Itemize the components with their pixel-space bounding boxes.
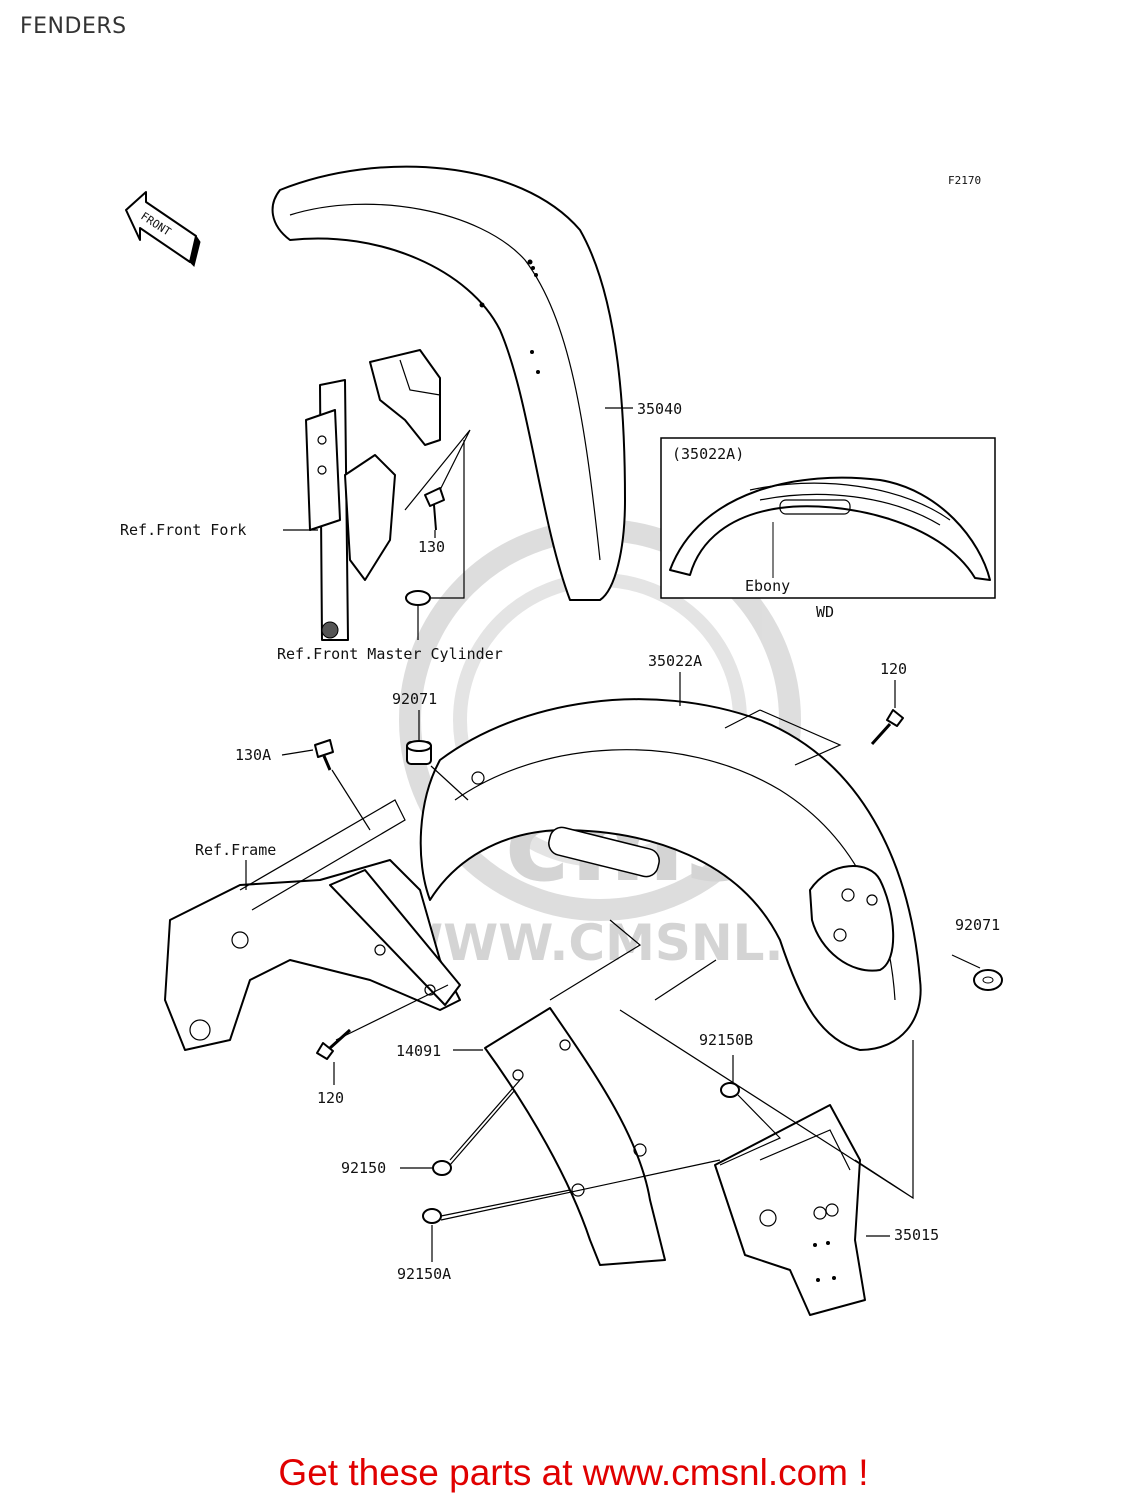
bolt-130a-icon [314,739,334,771]
bolt-130-icon [404,429,471,531]
callout-bolt-92150b: 92150B [699,1031,753,1049]
callout-bolt-120-top: 120 [880,660,907,678]
inset-part-number: (35022A) [672,445,744,463]
callout-plate-35015: 35015 [894,1226,939,1244]
bolt-92150b-icon [720,1082,740,1098]
inset-model-label: WD [816,603,834,621]
callout-front-fender: 35040 [637,400,682,418]
bolt-92150-icon [432,1160,452,1176]
bolt-92150a-icon [422,1208,442,1224]
callout-bolt-92150a: 92150A [397,1265,451,1283]
inner-fender-14091 [484,1007,666,1266]
front-fork-reference [305,379,396,641]
ref-master-cylinder-label: Ref.Front Master Cylinder [277,645,503,663]
bolt-120-bottom-icon [316,1028,352,1060]
ref-front-fork-label: Ref.Front Fork [120,521,246,539]
figure-code: F2170 [948,174,981,187]
callout-inner-fender: 14091 [396,1042,441,1060]
page-title: FENDERS [20,14,127,39]
rear-fender-35022a [419,698,922,1051]
ref-frame-label: Ref.Frame [195,841,276,859]
footer-cta-link[interactable]: Get these parts at www.cmsnl.com ! [278,1452,869,1493]
frame-reference [164,799,461,1051]
washer-92071-left-icon [406,740,432,765]
inset-35022a-ebony [660,437,996,599]
bolt-120-top-icon [870,709,904,746]
front-direction-arrow-icon: FRONT [125,191,201,267]
callout-bolt-120-bottom: 120 [317,1089,344,1107]
callout-front-bolt: 130 [418,538,445,556]
callout-bolt-92150: 92150 [341,1159,386,1177]
callout-washer-92071-left: 92071 [392,690,437,708]
callout-rear-fender: 35022A [648,652,702,670]
leader-lines [245,407,981,1262]
callout-bolt-130a: 130A [235,746,271,764]
inset-color-label: Ebony [745,577,790,595]
master-cylinder-clip [405,440,465,606]
license-bracket-35015 [714,1104,866,1316]
fenders-exploded-diagram: cms WWW.CMSNL.COM F2170 FRONT [120,165,1003,1316]
washer-92071-right-icon [973,969,1003,991]
front-fender-35040 [271,165,626,601]
callout-washer-92071-right: 92071 [955,916,1000,934]
